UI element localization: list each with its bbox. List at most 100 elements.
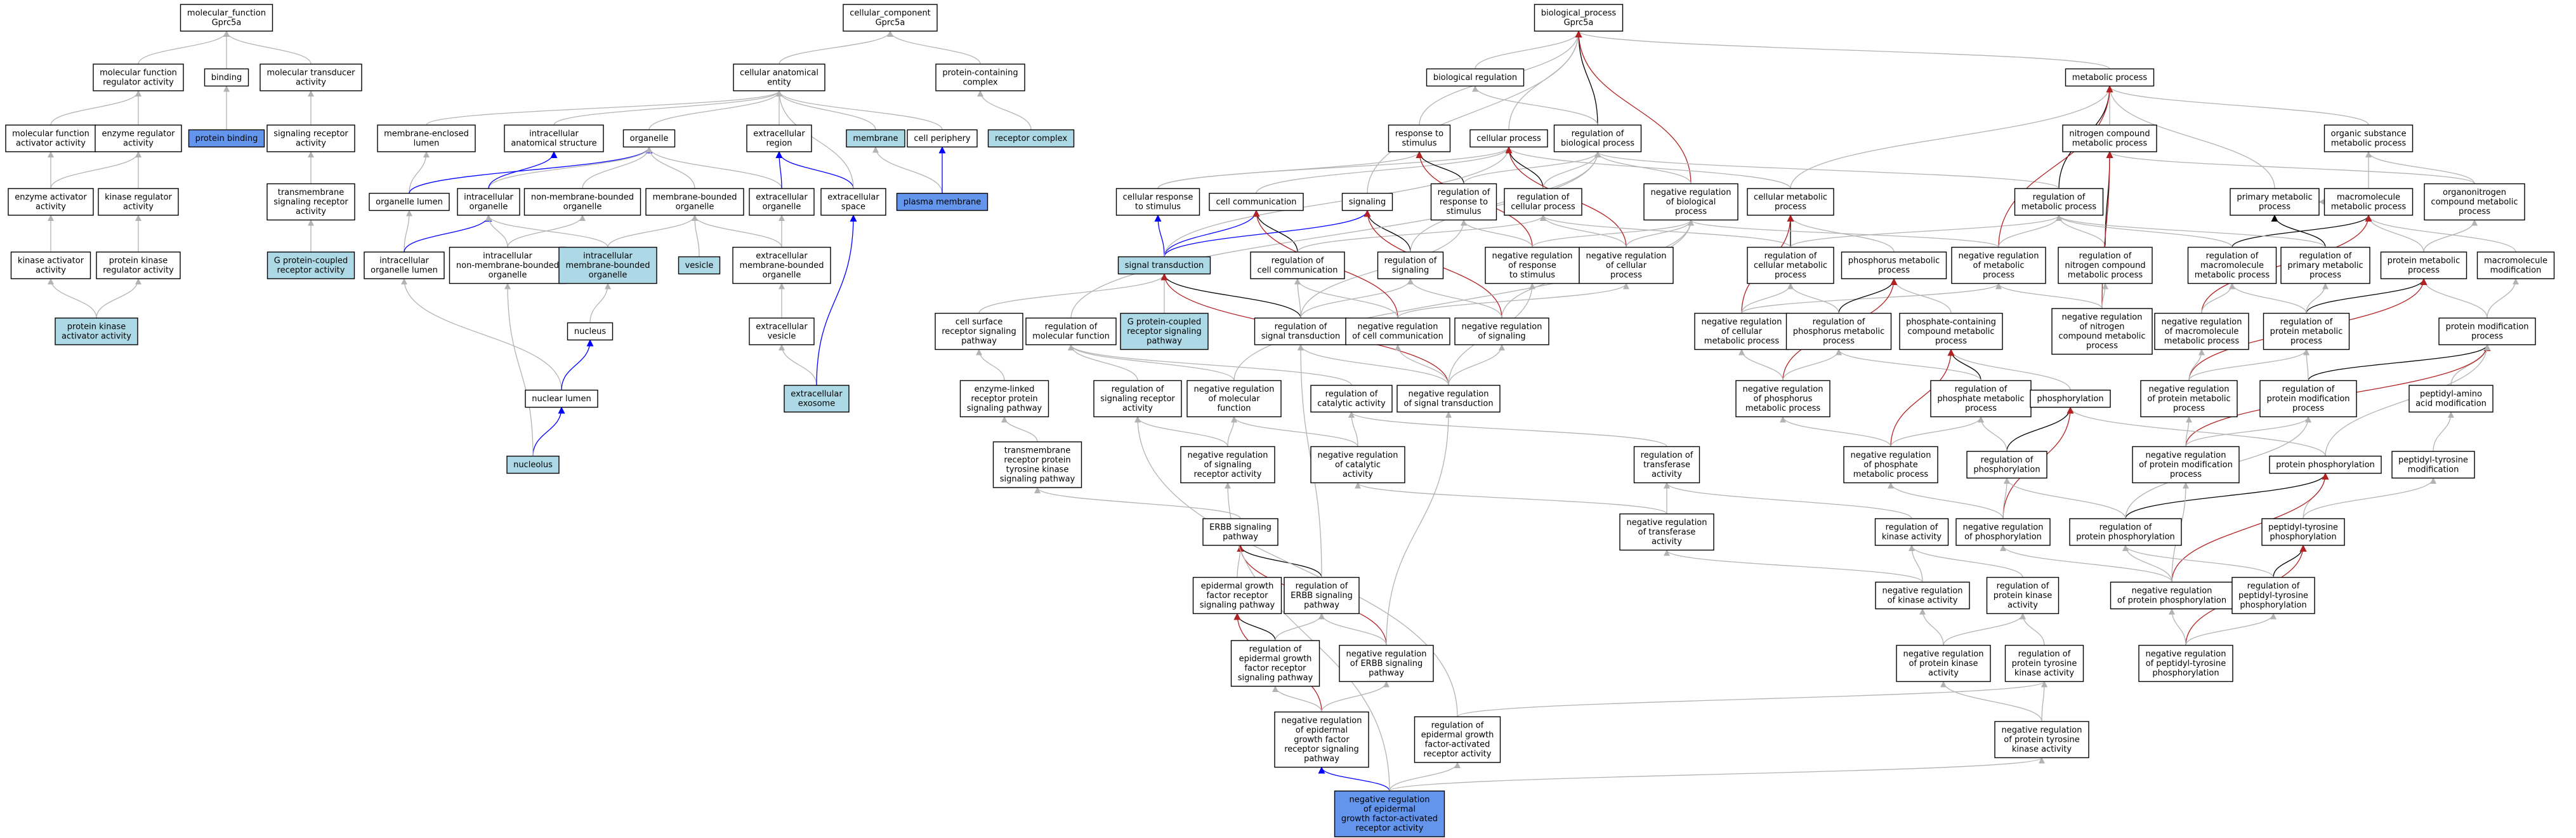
go-term-label-line: plasma membrane <box>904 197 982 207</box>
relation-edge-is-a <box>1995 283 2103 309</box>
go-term-box <box>1747 246 1834 284</box>
go-term-box <box>1117 256 1211 275</box>
go-term-label: protein phosphorylation <box>2276 460 2375 470</box>
relation-edge-is-a <box>1001 416 1038 442</box>
go-term-label-line: signal transduction <box>1125 261 1204 270</box>
go-term-label-line: primary metabolic <box>2287 261 2363 270</box>
go-term-label-line: regulation of <box>1275 323 1327 332</box>
go-term-box <box>746 124 812 152</box>
relation-edge-is-a <box>646 146 782 189</box>
go-term-label-line: process <box>2170 470 2202 479</box>
go-term-label: cell communication <box>1216 197 1296 207</box>
go-term-label-line: metabolic process <box>1745 404 1821 413</box>
go-term-label-line: phosphorylation <box>2152 668 2219 678</box>
relation-edge-is-a <box>488 146 652 189</box>
go-term-label-line: of response <box>1508 261 1556 270</box>
go-term-label-line: process <box>2290 336 2322 346</box>
go-term-label-line: of cell communication <box>1352 332 1443 342</box>
go-term-label-line: process <box>2173 404 2205 413</box>
relation-edge-is-a <box>2185 613 2277 646</box>
go-term-label-line: protein modification <box>2266 394 2349 404</box>
go-term-label-line: Gprc5a <box>876 18 905 28</box>
go-term-label-line: negative regulation <box>1958 251 2039 261</box>
go-term-label-line: signaling <box>1392 266 1429 276</box>
go-term-label-line: of kinase activity <box>1888 596 1958 606</box>
go-term-label-line: of protein metabolic <box>2147 394 2230 404</box>
go-term-label-line: negative regulation <box>2061 313 2142 323</box>
relation-edge-part-of <box>561 339 594 390</box>
go-term-label-line: cell communication <box>1216 197 1296 207</box>
relation-edge-is-a <box>2325 344 2490 456</box>
go-term-label-line: stimulus <box>1446 207 1481 216</box>
relation-edge-is-a <box>2185 416 2192 447</box>
go-term-label-line: organelle <box>676 203 714 212</box>
go-term-box <box>377 124 476 152</box>
go-term-label-line: negative regulation <box>1461 323 1542 332</box>
relation-edge-is-a <box>1506 146 1791 189</box>
relation-edge-is-a <box>401 278 562 390</box>
go-term-box <box>992 441 1082 488</box>
go-term-label-line: negative regulation <box>2161 317 2242 327</box>
go-term-box <box>1896 644 1991 682</box>
go-term-label-line: pathway <box>1223 533 1258 542</box>
relation-edge-negatively-regulates <box>1998 85 2113 248</box>
relation-edge-is-a <box>1233 219 1694 381</box>
go-term-label-line: of macromolecule <box>2165 327 2239 336</box>
go-term-box <box>1341 192 1393 211</box>
go-term-label: cell periphery <box>914 134 971 143</box>
go-term-box <box>733 63 825 91</box>
go-term-label-line: enzyme activator <box>15 193 87 203</box>
go-term-label: cellular process <box>1476 134 1541 143</box>
go-term-box <box>1966 451 2047 479</box>
go-term-box <box>1254 317 1348 345</box>
go-term-label-line: regulation of <box>1764 251 1817 261</box>
go-term-box <box>204 68 249 87</box>
relation-edge-is-a <box>692 215 782 248</box>
go-term-label-line: factor receptor <box>1244 664 1306 674</box>
go-term-label-line: acid modification <box>2415 399 2487 409</box>
go-term-box <box>1504 188 1582 216</box>
go-term-label-line: molecular_function <box>187 9 266 18</box>
relation-edge-is-a <box>779 344 817 386</box>
go-term-box <box>1874 518 1949 546</box>
go-term-label-line: biological regulation <box>1433 73 1517 83</box>
go-term-label: organelle <box>630 134 669 143</box>
go-term-box <box>2058 246 2153 284</box>
relation-edge-negatively-regulates <box>2171 472 2329 583</box>
go-term-node-membrane: membrane <box>846 129 905 148</box>
go-term-label: binding <box>211 73 242 83</box>
go-term-label-line: protein-containing <box>942 69 1018 78</box>
go-term-box <box>2408 385 2494 413</box>
go-term-label-line: negative regulation <box>1962 523 2043 533</box>
go-term-label-line: protein kinase <box>67 323 126 332</box>
relation-edge-negatively-regulates <box>2101 151 2113 309</box>
relation-edge-regulates <box>1364 210 1411 253</box>
go-term-label-line: cellular process <box>1476 134 1541 143</box>
relation-edge-is-a <box>1231 416 1358 447</box>
go-term-label-line: of signal transduction <box>1403 399 1493 409</box>
go-term-box <box>1250 251 1345 279</box>
